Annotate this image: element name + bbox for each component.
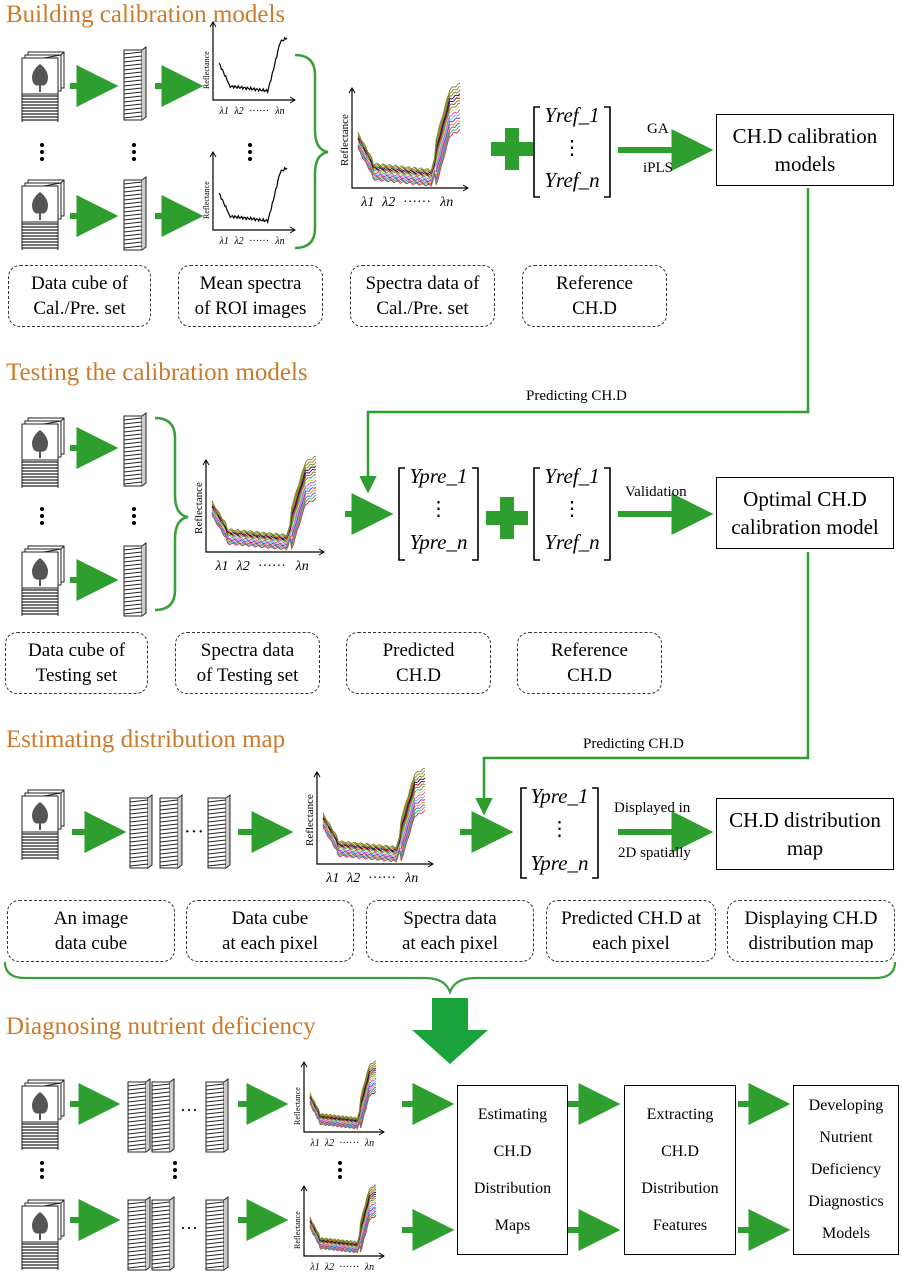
arrow-label-displayed: Displayed in xyxy=(614,800,691,816)
plot-xn: λn xyxy=(364,1262,374,1273)
connector-1 xyxy=(359,188,810,494)
matrix-pre-bottom: Ypre_n xyxy=(409,530,468,554)
svg-text:···: ··· xyxy=(180,1100,198,1120)
label-box-5: Displaying CH.D distribution map xyxy=(727,900,895,962)
spectra-plot xyxy=(202,455,325,556)
arrow-label-spatially: 2D spatially xyxy=(618,845,691,861)
plot-x2: λ2 xyxy=(346,871,360,886)
label-box-1: An image data cube xyxy=(7,900,175,962)
matrix-pre-bottom: Ypre_n xyxy=(530,851,589,875)
result-box-calibration-models: CH.D calibration models xyxy=(716,114,894,186)
spectra-plot xyxy=(300,1060,385,1136)
plot-x2: λ2 xyxy=(324,1262,334,1273)
plot-x1: λ1 xyxy=(219,236,229,247)
hdots: ··· xyxy=(184,821,204,843)
plot-x2: λ2 xyxy=(381,195,395,210)
spectra-plot xyxy=(313,767,434,868)
plus-icon xyxy=(491,128,533,170)
plot-ylabel: Reflectance xyxy=(202,51,211,89)
process-box-developing: Developing Nutrient Deficiency Diagnosti… xyxy=(793,1085,899,1255)
plot-x1: λ1 xyxy=(214,559,228,574)
result-box-distribution-map: CH.D distribution map xyxy=(716,798,894,870)
process-box-extracting: Extracting CH.D Distribution Features xyxy=(624,1085,736,1255)
plot-ylabel: Reflectance xyxy=(339,114,351,166)
section-title-building: Building calibration models xyxy=(6,1,286,28)
label-box-2: Spectra data of Testing set xyxy=(175,632,320,694)
label-box-3: Predicted CH.D xyxy=(346,632,491,694)
plot-xn: λn xyxy=(364,1138,374,1149)
connector-label-2: Predicting CH.D xyxy=(583,736,684,752)
spectra-plot xyxy=(348,82,469,192)
svg-text:···: ··· xyxy=(180,1218,198,1238)
spectra-plot xyxy=(300,1184,385,1260)
label-box-4: Reference CH.D xyxy=(522,265,667,327)
plot-dots: ······ xyxy=(339,1262,359,1273)
brace-bottom xyxy=(3,961,897,996)
section-title-testing: Testing the calibration models xyxy=(6,359,308,386)
plot-ylabel: Reflectance xyxy=(293,1211,302,1249)
plus-icon xyxy=(486,497,528,539)
matrix-ref-bottom: Yref_n xyxy=(544,168,600,192)
plot-x1: λ1 xyxy=(309,1262,319,1273)
matrix-vdots: ⋮ xyxy=(562,137,582,159)
label-box-4: Reference CH.D xyxy=(517,632,662,694)
label-box-3: Spectra data at each pixel xyxy=(366,900,534,962)
flow-arrows xyxy=(70,65,791,1251)
plot-xn: λn xyxy=(404,871,418,886)
matrix-ref-top: Yref_1 xyxy=(544,464,600,488)
plot-dots: ······ xyxy=(249,236,269,247)
label-box-4: Predicted CH.D at each pixel xyxy=(546,900,716,962)
matrix-ref-bottom: Yref_n xyxy=(544,530,600,554)
matrix-ref-top: Yref_1 xyxy=(544,103,600,127)
plot-ylabel: Reflectance xyxy=(304,794,316,846)
plot-ylabel: Reflectance xyxy=(293,1087,302,1125)
matrix-pre-top: Ypre_1 xyxy=(530,784,589,808)
big-down-arrow xyxy=(412,998,488,1064)
plot-dots: ······ xyxy=(339,1138,359,1149)
label-box-3: Spectra data of Cal./Pre. set xyxy=(350,265,495,327)
plot-xn: λn xyxy=(274,106,284,117)
label-box-1: Data cube of Testing set xyxy=(5,632,148,694)
plot-dots: ······ xyxy=(258,559,286,574)
plot-dots: ······ xyxy=(403,195,431,210)
plot-x2: λ2 xyxy=(236,559,250,574)
matrix-pre-top: Ypre_1 xyxy=(409,464,468,488)
arrow-label-ga: GA xyxy=(647,121,669,137)
plot-ylabel: Reflectance xyxy=(202,181,211,219)
connector-2 xyxy=(475,552,810,816)
process-box-estimating: Estimating CH.D Distribution Maps xyxy=(457,1085,568,1255)
label-box-2: Data cube at each pixel xyxy=(186,900,354,962)
matrix-vdots: ⋮ xyxy=(428,498,449,520)
vdots-col1 xyxy=(40,143,252,161)
plot-x1: λ1 xyxy=(219,106,229,117)
brace-1 xyxy=(294,53,329,250)
label-box-2: Mean spectra of ROI images xyxy=(178,265,323,327)
plot-dots: ······ xyxy=(368,871,396,886)
label-box-1: Data cube of Cal./Pre. set xyxy=(8,265,151,327)
section-title-diagnosing: Diagnosing nutrient deficiency xyxy=(6,1013,316,1040)
arrow-label-validation: Validation xyxy=(625,484,687,500)
section-title-estimating: Estimating distribution map xyxy=(6,726,286,753)
plot-x1: λ1 xyxy=(325,871,339,886)
plot-x2: λ2 xyxy=(233,106,243,117)
plot-x2: λ2 xyxy=(324,1138,334,1149)
connector-label-1: Predicting CH.D xyxy=(526,388,627,404)
plot-xn: λn xyxy=(295,559,309,574)
spectra-plot xyxy=(209,21,296,104)
arrow-label-ipls: iPLS xyxy=(643,160,674,176)
plot-x1: λ1 xyxy=(309,1138,319,1149)
plot-x2: λ2 xyxy=(233,236,243,247)
plot-xn: λn xyxy=(274,236,284,247)
matrix-vdots: ⋮ xyxy=(549,818,570,840)
spectra-plot xyxy=(209,151,296,234)
result-box-optimal-model: Optimal CH.D calibration model xyxy=(716,477,894,549)
plot-x1: λ1 xyxy=(360,195,374,210)
plot-xn: λn xyxy=(439,195,453,210)
plot-ylabel: Reflectance xyxy=(193,482,205,534)
matrix-vdots: ⋮ xyxy=(562,498,582,520)
brace-2 xyxy=(154,416,189,612)
plot-dots: ······ xyxy=(249,106,269,117)
